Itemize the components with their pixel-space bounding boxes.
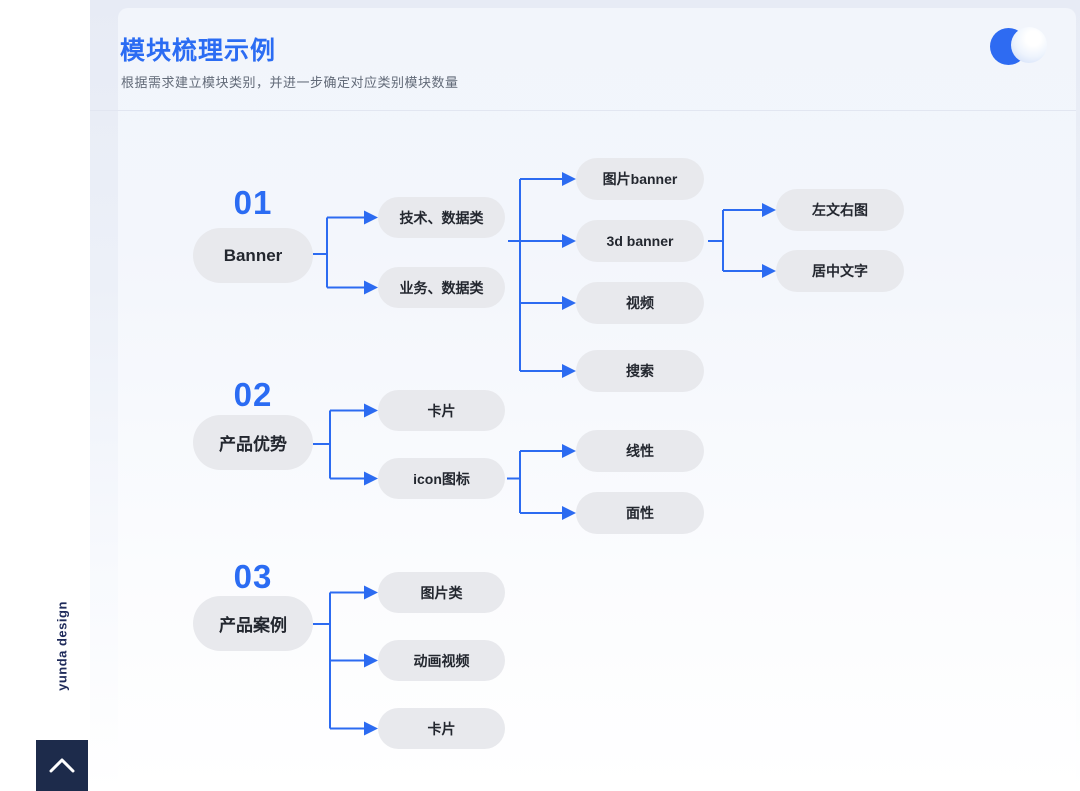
node-business-data: 业务、数据类: [378, 267, 505, 308]
node-tech-data: 技术、数据类: [378, 197, 505, 238]
node-card: 卡片: [378, 390, 505, 431]
node-icon: icon图标: [378, 458, 505, 499]
section-number-03: 03: [233, 558, 273, 595]
node-banner: Banner: [193, 228, 313, 283]
overlapping-circles-logo: [990, 27, 1047, 65]
node-left-text-right-image: 左文右图: [776, 189, 904, 231]
page-subtitle: 根据需求建立模块类别，并进一步确定对应类别模块数量: [121, 75, 459, 90]
node-product-advantage: 产品优势: [193, 415, 313, 470]
page-title: 模块梳理示例: [120, 37, 277, 65]
back-to-top-button[interactable]: [36, 740, 88, 791]
node-card-2: 卡片: [378, 708, 505, 749]
header-divider: [90, 110, 1076, 111]
node-3d-banner: 3d banner: [576, 220, 704, 262]
main-panel: [118, 8, 1076, 791]
node-image-type: 图片类: [378, 572, 505, 613]
node-search: 搜索: [576, 350, 704, 392]
node-video: 视频: [576, 282, 704, 324]
node-product-case: 产品案例: [193, 596, 313, 651]
node-linear: 线性: [576, 430, 704, 472]
chevron-up-icon: [49, 758, 75, 773]
section-number-02: 02: [233, 376, 273, 413]
node-image-banner: 图片banner: [576, 158, 704, 200]
left-sidebar: [0, 0, 90, 791]
node-animation-video: 动画视频: [378, 640, 505, 681]
brand-vertical-text: yunda design: [54, 601, 70, 691]
node-centered-text: 居中文字: [776, 250, 904, 292]
logo-light-circle-icon: [1011, 27, 1047, 63]
section-number-01: 01: [233, 184, 273, 221]
node-filled: 面性: [576, 492, 704, 534]
